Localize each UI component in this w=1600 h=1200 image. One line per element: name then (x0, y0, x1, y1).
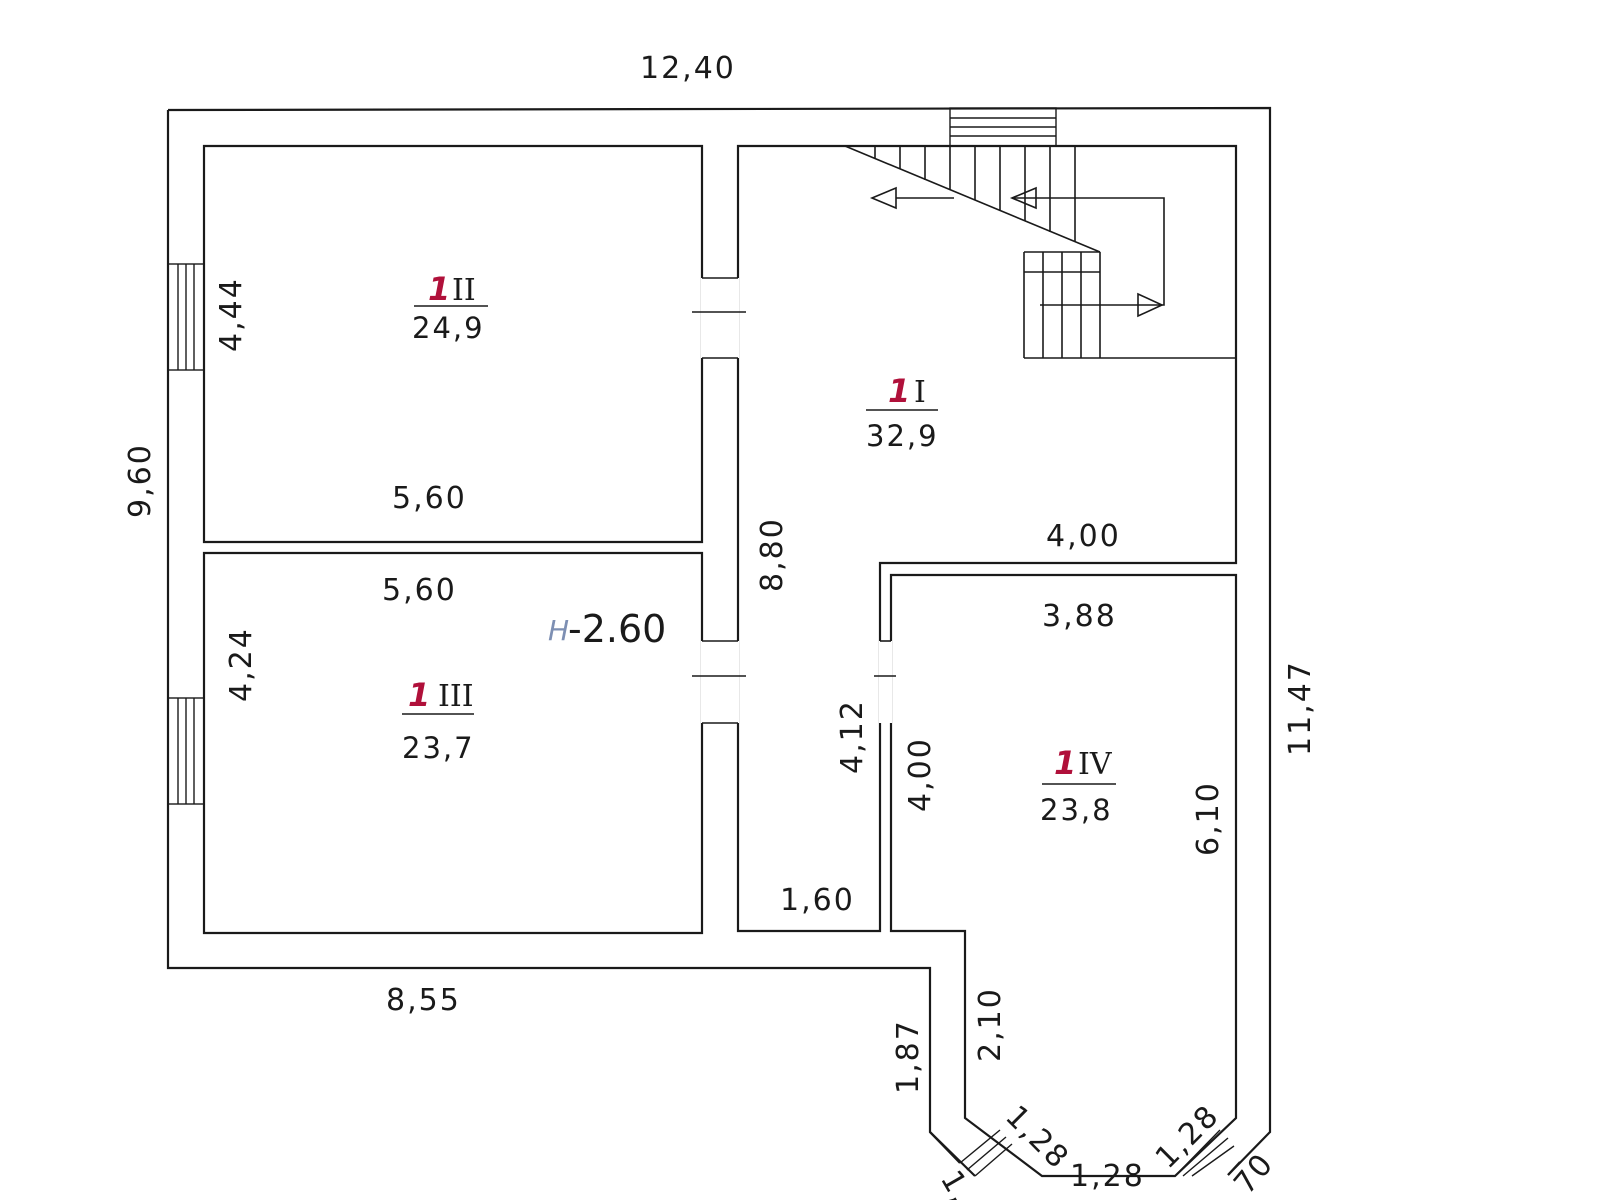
dim-room2-width: 5,60 (392, 481, 467, 516)
room-label-2: 1 II 24,9 (412, 270, 488, 345)
door-room-4 (874, 640, 896, 723)
dim-corridor-bottom: 1,60 (780, 883, 855, 918)
dim-room2-height: 4,44 (214, 277, 249, 352)
room-3-mark: 1 (408, 676, 430, 714)
window-bay-right (1174, 1129, 1235, 1177)
stair-direction-arrow (869, 186, 1165, 318)
dim-room3-height: 4,24 (224, 627, 259, 702)
dim-bay-outer-right: 70 (1227, 1146, 1281, 1200)
room-1-numeral: I (914, 375, 926, 410)
dim-bay-left: 1,28 (998, 1099, 1076, 1177)
room-2-mark: 1 (428, 270, 450, 308)
window-left-upper (167, 263, 205, 371)
dim-room4-top-outer: 4,00 (1046, 519, 1121, 554)
room-4-area: 23,8 (1040, 793, 1113, 827)
room-1-outline (736, 144, 1238, 933)
door-room-2 (692, 277, 746, 359)
dim-room4-lower-left: 2,10 (973, 987, 1008, 1062)
dim-bay-center: 1,28 (1070, 1159, 1145, 1194)
staircase (844, 145, 1236, 359)
dim-bottom-left: 8,55 (386, 983, 461, 1018)
dim-room4-left: 4,00 (903, 737, 938, 812)
window-left-lower (167, 697, 205, 805)
room-3-numeral: III (438, 679, 474, 714)
dim-corridor-lower: 4,12 (835, 699, 870, 774)
room-3-area: 23,7 (402, 731, 475, 765)
window-top (949, 107, 1057, 147)
dim-left-height: 9,60 (123, 443, 158, 518)
room-2-area: 24,9 (412, 311, 485, 345)
dim-bay-outer-left: 1, (933, 1165, 980, 1200)
dim-lower-left-wall: 1,87 (891, 1019, 926, 1094)
window-bay-left (959, 1129, 1013, 1177)
ceiling-height-mark: H (548, 614, 569, 647)
dim-corridor-length: 8,80 (755, 517, 790, 592)
room-label-1: 1 I 32,9 (866, 372, 939, 453)
room-4-outline (889, 573, 1238, 1178)
dim-room3-width: 5,60 (382, 573, 457, 608)
room-1-area: 32,9 (866, 419, 939, 453)
room-4-mark: 1 (1054, 744, 1076, 782)
room-3-outline (202, 551, 704, 935)
dim-room4-right: 6,10 (1191, 781, 1226, 856)
dim-top-width: 12,40 (640, 51, 736, 86)
dim-right-height: 11,47 (1283, 660, 1318, 756)
room-label-3: 1 III 23,7 (402, 676, 475, 765)
door-room-3 (692, 640, 746, 724)
room-4-numeral: IV (1078, 747, 1113, 782)
dim-room4-top-inner: 3,88 (1042, 599, 1117, 634)
room-2-numeral: II (452, 273, 476, 308)
ceiling-height-value: -2.60 (568, 607, 666, 651)
room-label-4: 1 IV 23,8 (1040, 744, 1116, 827)
room-2-outline (202, 144, 704, 544)
room-1-mark: 1 (888, 372, 910, 410)
